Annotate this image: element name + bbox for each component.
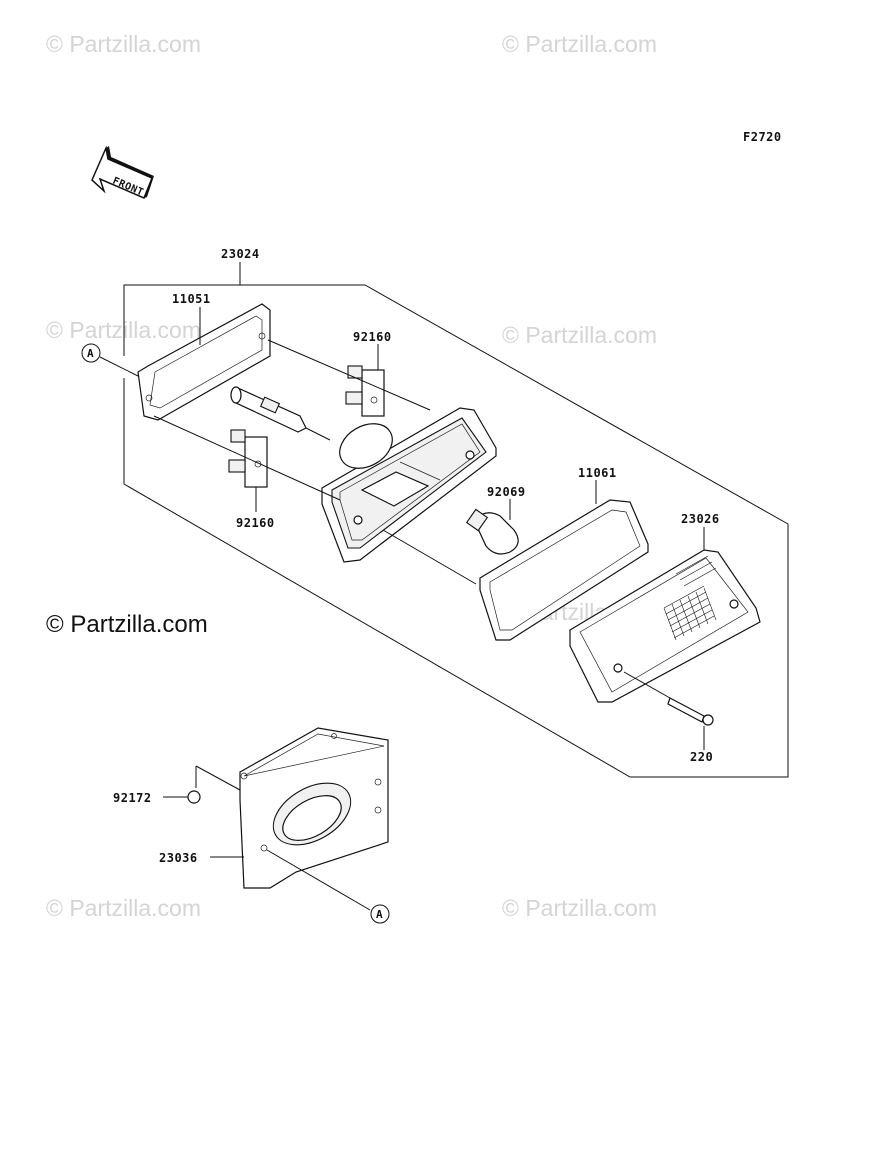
watermark: © Partzilla.com bbox=[46, 895, 201, 921]
watermark: © Partzilla.com bbox=[46, 317, 201, 343]
bulb bbox=[465, 499, 519, 555]
part-number-11051: 11051 bbox=[172, 292, 211, 306]
callout-a-top: A bbox=[81, 343, 139, 377]
rear-gasket-plate bbox=[137, 303, 271, 421]
watermark: © Partzilla.com bbox=[502, 322, 657, 348]
watermark: © Partzilla.com bbox=[502, 895, 657, 921]
lens-reflector-stripes bbox=[675, 555, 717, 587]
lens bbox=[569, 527, 761, 703]
part-number-92160-bottom: 92160 bbox=[236, 516, 275, 530]
part-number-23024: 23024 bbox=[221, 247, 260, 261]
part-number-92069: 92069 bbox=[487, 485, 526, 499]
screw bbox=[623, 671, 714, 750]
watermark: © Partzilla.com bbox=[46, 31, 201, 57]
callout-a-label: A bbox=[87, 347, 94, 360]
bolt bbox=[163, 790, 201, 804]
socket-bottom bbox=[228, 429, 268, 512]
socket-top bbox=[345, 344, 385, 417]
part-number-220: 220 bbox=[690, 750, 713, 764]
watermark: © Partzilla.com bbox=[502, 31, 657, 57]
callout-a-bottom: A bbox=[370, 904, 390, 924]
wiring-bulb bbox=[230, 386, 331, 441]
part-numbers: 23024 11051 92160 92160 92069 11061 2302… bbox=[113, 247, 720, 865]
part-number-23026: 23026 bbox=[681, 512, 720, 526]
part-number-11061: 11061 bbox=[578, 466, 617, 480]
front-arrow-icon: FRONT bbox=[91, 145, 154, 199]
lens-grid bbox=[663, 585, 717, 641]
watermark-primary: © Partzilla.com bbox=[46, 611, 208, 638]
part-number-23036: 23036 bbox=[159, 851, 198, 865]
part-number-92172: 92172 bbox=[113, 791, 152, 805]
callout-a-label: A bbox=[376, 908, 383, 921]
assembly-outline bbox=[123, 262, 789, 778]
lamp-housing bbox=[153, 339, 497, 585]
mount-bracket bbox=[195, 727, 389, 911]
part-number-92160-top: 92160 bbox=[353, 330, 392, 344]
figure-code: F2720 bbox=[743, 130, 782, 144]
lens-gasket bbox=[479, 480, 649, 641]
